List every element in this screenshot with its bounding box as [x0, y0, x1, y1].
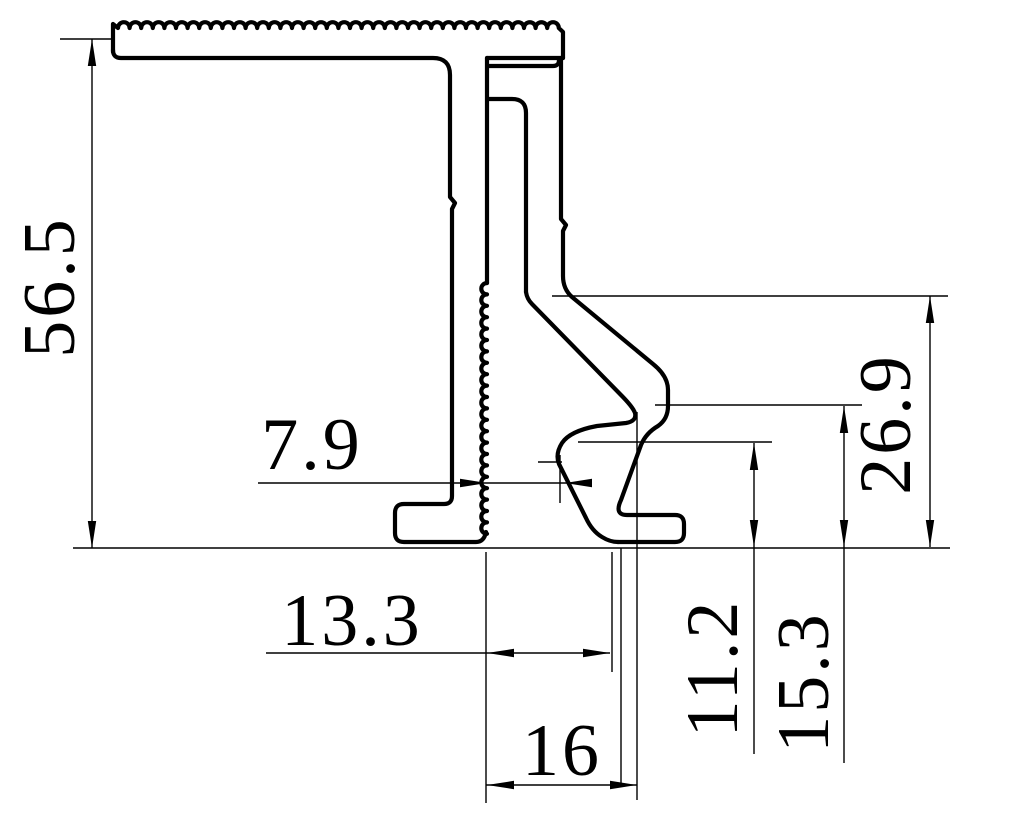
arrow-up-icon [925, 296, 935, 323]
arrow-down-icon [87, 521, 97, 548]
arrow-left-icon [487, 648, 514, 658]
dim-label-bottom-width-2: 16 [522, 710, 602, 792]
arrow-up-icon [87, 39, 97, 66]
top-flange-serrated-edge [110, 20, 566, 61]
dim-label-slot-gap: 7.9 [261, 404, 363, 486]
arrow-up-icon [839, 406, 849, 433]
dim-label-hook-height-3: 26.9 [845, 353, 927, 495]
arrow-down-icon [925, 520, 935, 547]
web-serrated-edge [479, 280, 490, 536]
arrow-right-icon [583, 648, 610, 658]
arrow-right-icon [460, 478, 487, 488]
arrow-down-icon [749, 520, 759, 547]
hook-inner-edge [523, 289, 638, 545]
arrow-left-icon [565, 478, 592, 488]
dim-label-overall-height: 56.5 [9, 216, 91, 358]
slot-lip-and-hook-left-edge [485, 96, 529, 295]
hook-outer-edge-and-foot [558, 55, 687, 545]
arrow-right-icon [610, 780, 637, 790]
dim-label-hook-height-1: 11.2 [672, 599, 754, 738]
web-and-bottom-foot [110, 47, 489, 545]
dim-label-hook-height-2: 15.3 [763, 611, 845, 753]
arrow-left-icon [487, 780, 514, 790]
dim-label-bottom-width-1: 13.3 [281, 580, 423, 662]
arrow-down-icon [839, 520, 849, 547]
arrow-up-icon [749, 443, 759, 470]
